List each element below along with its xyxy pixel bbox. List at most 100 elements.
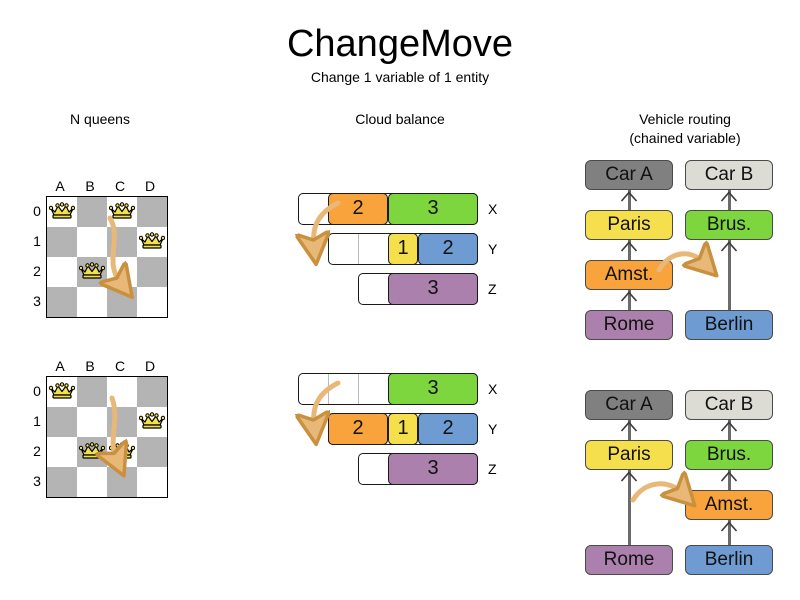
nqueens-row-label-0: 0	[33, 203, 41, 219]
queen-piece-D1-before[interactable]	[139, 232, 165, 252]
routing-node-rome-after[interactable]: Rome	[585, 545, 673, 575]
cloud-process-1-Y-after[interactable]: 1	[388, 413, 418, 445]
routing-node-brus-after[interactable]: Brus.	[685, 440, 773, 470]
cloud-process-3-Z-before[interactable]: 3	[388, 273, 478, 305]
routing-node-berlin-before[interactable]: Berlin	[685, 310, 773, 340]
routing-link-a-0-after	[628, 420, 631, 440]
cloud-computer-label-Z-after: Z	[488, 461, 497, 477]
cloud-process-3-X-after[interactable]: 3	[388, 373, 478, 405]
cloud-computer-label-Y-after: Y	[488, 421, 498, 437]
nqueens-row-label-0: 0	[33, 383, 41, 399]
nqueens-grid-after[interactable]	[46, 376, 168, 498]
routing-move-arrow-after	[630, 478, 693, 512]
nqueens-cell-B0-before[interactable]	[77, 197, 107, 227]
routing-node-paris-before[interactable]: Paris	[585, 210, 673, 240]
nqueens-cell-A3-before[interactable]	[47, 287, 77, 317]
routing-node-carb-after[interactable]: Car B	[685, 390, 773, 420]
queen-piece-C0-before[interactable]	[109, 202, 135, 222]
routing-arrowhead-b-1-before	[719, 241, 739, 252]
queen-piece-A0-before[interactable]	[49, 202, 75, 222]
routing-node-berlin-after[interactable]: Berlin	[685, 545, 773, 575]
nqueens-cell-D3-before[interactable]	[137, 287, 167, 317]
cloud-process-2-Y-before[interactable]: 2	[418, 233, 478, 265]
routing-link-b-0-before	[728, 190, 731, 210]
routing-node-cara-before[interactable]: Car A	[585, 160, 673, 190]
nqueens-row-label-2: 2	[33, 263, 41, 279]
routing-node-brus-before[interactable]: Brus.	[685, 210, 773, 240]
queen-piece-B2-after[interactable]	[79, 442, 105, 462]
nqueens-cell-B3-before[interactable]	[77, 287, 107, 317]
routing-link-b-2-after	[728, 520, 731, 545]
routing-move-arrow-before	[656, 248, 715, 282]
queen-piece-B2-before[interactable]	[79, 262, 105, 282]
nqueens-col-label-C: C	[114, 178, 126, 194]
routing-arrowhead-a-1-after	[619, 471, 639, 482]
nqueens-col-label-D: D	[144, 178, 156, 194]
nqueens-cell-A2-after[interactable]	[47, 437, 77, 467]
nqueens-cell-A2-before[interactable]	[47, 257, 77, 287]
nqueens-cell-B1-after[interactable]	[77, 407, 107, 437]
routing-arrowhead-b-0-before	[719, 191, 739, 202]
section-header-vehicle-routing: Vehicle routing (chained variable)	[580, 110, 790, 148]
queen-piece-D1-after[interactable]	[139, 412, 165, 432]
cloud-process-3-X-before[interactable]: 3	[388, 193, 478, 225]
nqueens-cell-B1-before[interactable]	[77, 227, 107, 257]
routing-link-a-0-before	[628, 190, 631, 210]
nqueens-cell-D3-after[interactable]	[137, 467, 167, 497]
nqueens-cell-A1-before[interactable]	[47, 227, 77, 257]
routing-node-cara-after[interactable]: Car A	[585, 390, 673, 420]
routing-link-a-1-after	[628, 470, 631, 545]
cloud-computer-label-Z-before: Z	[488, 281, 497, 297]
section-header-vehicle-routing-line1: Vehicle routing	[639, 111, 731, 127]
routing-node-amst-before[interactable]: Amst.	[585, 260, 673, 290]
cloud-computer-label-X-after: X	[488, 381, 498, 397]
routing-arrowhead-b-1-after	[719, 471, 739, 482]
routing-arrowhead-a-0-before	[619, 191, 639, 202]
nqueens-cell-D2-after[interactable]	[137, 437, 167, 467]
nqueens-cell-A3-after[interactable]	[47, 467, 77, 497]
routing-arrowhead-a-0-after	[619, 421, 639, 432]
routing-node-paris-after[interactable]: Paris	[585, 440, 673, 470]
nqueens-cell-A1-after[interactable]	[47, 407, 77, 437]
routing-link-a-1-before	[628, 240, 631, 260]
cloud-process-1-Y-before[interactable]: 1	[388, 233, 418, 265]
routing-node-carb-before[interactable]: Car B	[685, 160, 773, 190]
nqueens-col-label-C: C	[114, 358, 126, 374]
cloud-process-3-Z-after[interactable]: 3	[388, 453, 478, 485]
nqueens-cell-D0-before[interactable]	[137, 197, 167, 227]
routing-link-b-1-before	[728, 240, 731, 310]
routing-arrowhead-a-1-before	[619, 241, 639, 252]
cloud-unit-divider-after	[358, 374, 359, 404]
nqueens-cell-D2-before[interactable]	[137, 257, 167, 287]
nqueens-cell-B3-after[interactable]	[77, 467, 107, 497]
routing-node-rome-before[interactable]: Rome	[585, 310, 673, 340]
nqueens-cell-B0-after[interactable]	[77, 377, 107, 407]
queen-piece-A0-after[interactable]	[49, 382, 75, 402]
routing-node-amst-after[interactable]: Amst.	[685, 490, 773, 520]
cloud-move-arrow-before	[308, 200, 354, 259]
cloud-computer-label-Y-before: Y	[488, 241, 498, 257]
nqueens-cell-D0-after[interactable]	[137, 377, 167, 407]
nqueens-col-label-A: A	[55, 178, 65, 194]
nqueens-col-label-D: D	[144, 358, 156, 374]
cloud-process-2-Y-after[interactable]: 2	[328, 413, 388, 445]
nqueens-grid-before[interactable]	[46, 196, 168, 318]
cloud-process-2-Y-after[interactable]: 2	[418, 413, 478, 445]
nqueens-col-label-A: A	[55, 358, 65, 374]
nqueens-row-label-1: 1	[33, 413, 41, 429]
